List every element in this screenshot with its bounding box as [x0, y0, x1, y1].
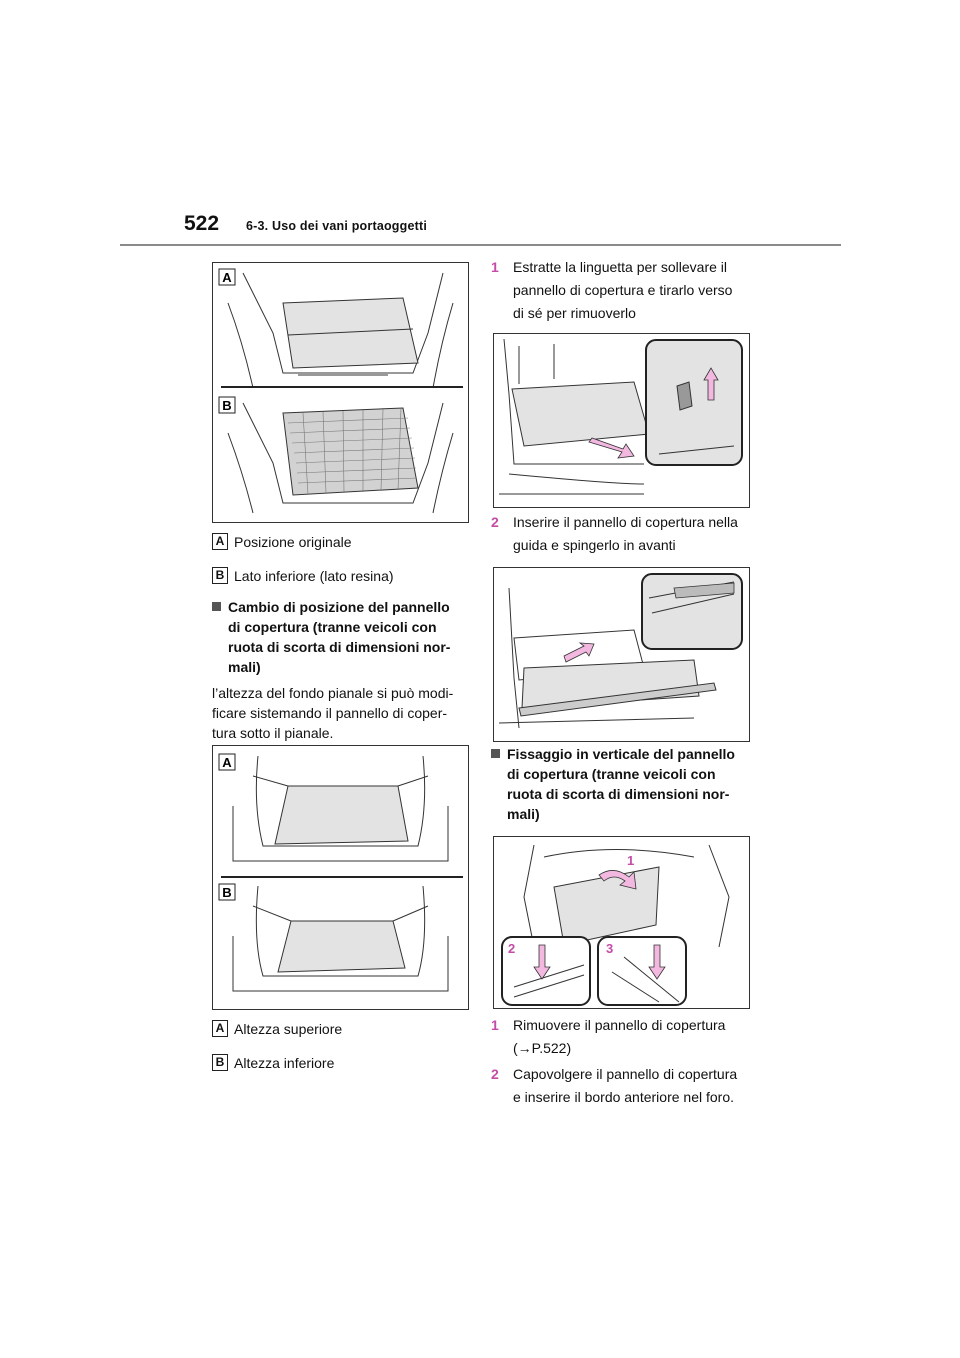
figure-insert-panel — [493, 567, 750, 742]
step-line: Estratte la linguetta per sollevare il — [513, 259, 727, 275]
heading-line: Cambio di posizione del pannello — [228, 599, 450, 615]
callout-number-1: 1 — [627, 853, 634, 868]
pull-arrow-icon — [588, 437, 635, 459]
legend-badge: A — [212, 1020, 228, 1037]
legend-text: Altezza superiore — [234, 1020, 343, 1037]
step-line: Rimuovere il pannello di copertura — [513, 1017, 726, 1033]
step-line: Inserire il pannello di copertura nella — [513, 514, 738, 530]
section-heading: Cambio di posizione del pannello di cope… — [212, 597, 450, 677]
step-line: Capovolgere il pannello di copertura — [513, 1066, 738, 1082]
label-box-b: B — [218, 883, 236, 901]
label-a: A — [222, 270, 232, 285]
figure-cargo-positions-drawing: A B — [218, 268, 463, 514]
section-body: l’altezza del fondo pianale si può modi-… — [212, 683, 472, 743]
legend-item: B Lato inferiore (lato resina) — [212, 567, 394, 584]
figure-vertical-fixing: 1 2 3 — [493, 836, 750, 1009]
heading-line: ruota di scorta di dimensioni nor- — [228, 639, 451, 655]
detail-inset-3: 3 — [597, 936, 687, 1006]
step-number: 2 — [491, 514, 499, 530]
legend-badge: A — [212, 533, 228, 550]
step-item: 2 Inserire il pannello di copertura nell… — [491, 511, 751, 559]
label-b: B — [222, 398, 231, 413]
detail-inset — [641, 573, 743, 650]
label-box-b: B — [218, 396, 236, 414]
label-a: A — [222, 755, 232, 770]
step-line: guida e spingerlo in avanti — [513, 537, 676, 553]
section-title: 6-3. Uso dei vani portaoggetti — [246, 219, 428, 233]
section-heading: Fissaggio in verticale del pannello di c… — [491, 744, 735, 824]
bullet-square — [491, 749, 500, 758]
body-line: tura sotto il pianale. — [212, 725, 334, 741]
down-arrow-icon — [533, 944, 551, 980]
figure-floor-heights-drawing: A B — [218, 753, 463, 992]
label-b: B — [222, 885, 231, 900]
rotate-arrow-icon — [598, 870, 637, 890]
label-box-a: A — [218, 268, 236, 286]
heading-line: ruota di scorta di dimensioni nor- — [507, 786, 730, 802]
callout-number-2: 2 — [508, 941, 515, 956]
heading-line: mali) — [507, 806, 540, 822]
legend-text: Lato inferiore (lato resina) — [234, 567, 394, 584]
figure-cargo-positions: A B — [212, 262, 469, 523]
step-number: 1 — [491, 1017, 499, 1033]
down-arrow-icon — [648, 944, 666, 980]
step-number: 1 — [491, 259, 499, 275]
step-line: (→P.522) — [513, 1040, 572, 1056]
legend-item: B Altezza inferiore — [212, 1054, 334, 1071]
step-item: 1 Rimuovere il pannello di copertura (→P… — [491, 1014, 751, 1062]
legend-item: A Posizione originale — [212, 533, 352, 550]
step-line: di sé per rimuoverlo — [513, 305, 636, 321]
label-box-a: A — [218, 753, 236, 771]
body-line: ficare sistemando il pannello di coper- — [212, 705, 448, 721]
figure-remove-panel — [493, 333, 750, 508]
push-arrow-icon — [563, 642, 595, 663]
step-line: pannello di copertura e tirarlo verso — [513, 282, 733, 298]
lift-arrow-icon — [703, 367, 719, 401]
heading-line: Fissaggio in verticale del pannello — [507, 746, 735, 762]
figure-vertical-fixing-drawing: 1 2 3 — [501, 844, 730, 1006]
body-line: l’altezza del fondo pianale si può modi- — [212, 685, 454, 701]
heading-line: mali) — [228, 659, 261, 675]
legend-text: Altezza inferiore — [234, 1054, 335, 1071]
figure-remove-panel-drawing — [499, 338, 743, 495]
page-number: 522 — [184, 212, 220, 235]
step-item: 2 Capovolgere il pannello di copertura e… — [491, 1063, 751, 1111]
step-line: e inserire il bordo anteriore nel foro. — [513, 1089, 735, 1105]
legend-item: A Altezza superiore — [212, 1020, 342, 1037]
detail-inset — [645, 339, 743, 466]
detail-inset-2: 2 — [501, 936, 591, 1006]
figure-floor-heights: A B — [212, 745, 469, 1010]
figure-insert-panel-drawing — [498, 573, 743, 729]
step-number: 2 — [491, 1066, 499, 1082]
heading-line: di copertura (tranne veicoli con — [507, 766, 716, 782]
bullet-square — [212, 602, 221, 611]
legend-badge: B — [212, 1054, 228, 1071]
step-item: 1 Estratte la linguetta per sollevare il… — [491, 256, 751, 328]
heading-line: di copertura (tranne veicoli con — [228, 619, 437, 635]
legend-badge: B — [212, 567, 228, 584]
legend-text: Posizione originale — [234, 533, 352, 550]
header-rule — [120, 244, 841, 246]
callout-number-3: 3 — [606, 941, 613, 956]
